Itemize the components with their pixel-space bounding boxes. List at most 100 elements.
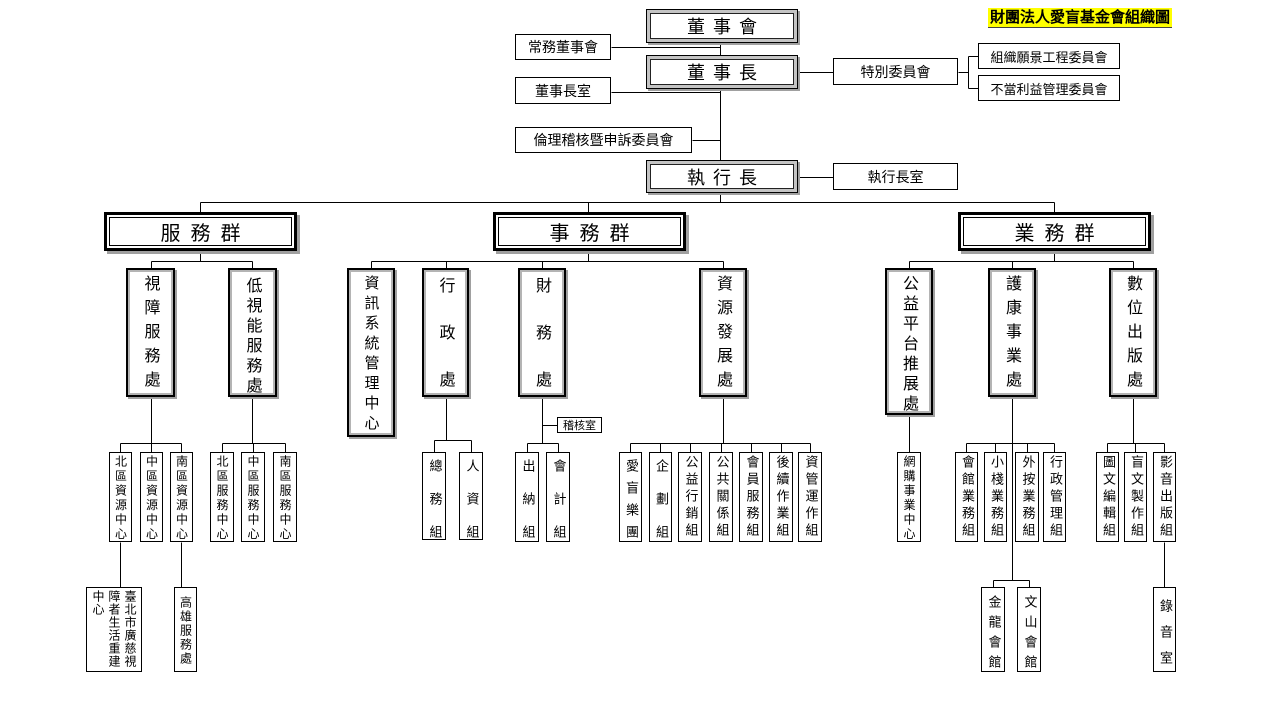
unit-node: 會員服務組 — [739, 452, 763, 542]
division-label: 低視能服務處 — [243, 277, 263, 397]
unit-node: 圖文編輯組 — [1096, 452, 1119, 542]
service-group-node: 服務群 — [104, 212, 297, 251]
unit-label: 會館業務組 — [959, 455, 974, 540]
node-label: 董事會 — [687, 17, 765, 38]
unit-label: 資管運作組 — [802, 455, 818, 540]
unit-label: 公共關係組 — [713, 455, 729, 540]
division-node-low-vision-services: 低視能服務處 — [228, 268, 277, 397]
unit-node: 北區服務中心 — [210, 452, 234, 542]
unit-node: 中區資源中心 — [140, 452, 163, 542]
unit-label: 高雄服務處 — [178, 596, 193, 666]
unit-node: 公共關係組 — [709, 452, 733, 542]
node-label: 常務董事會 — [528, 40, 598, 56]
division-node-health-care-business: 護康事業處 — [988, 268, 1036, 397]
node-label: 不當利益管理委員會 — [990, 82, 1108, 98]
unit-node: 南區資源中心 — [170, 452, 193, 542]
unit-node: 中區服務中心 — [241, 452, 265, 542]
ceo-office-node: 執行長室 — [833, 163, 958, 190]
unit-node: 公益行銷組 — [678, 452, 702, 542]
node-label: 特別委員會 — [860, 64, 931, 81]
unit-label: 中區資源中心 — [144, 455, 159, 542]
division-node-finance: 財務處 — [518, 268, 566, 397]
unit-label: 中區服務中心 — [246, 455, 260, 542]
unit-label: 南區服務中心 — [278, 455, 292, 542]
division-label: 財務處 — [533, 277, 552, 397]
division-label: 公益平台推展處 — [900, 275, 919, 415]
unit-label: 會員服務組 — [743, 455, 759, 540]
chairman-node: 董事長 — [646, 55, 798, 89]
unit-node: 會館業務組 — [955, 452, 978, 542]
unit-node: 盲文製作組 — [1124, 452, 1147, 542]
ceo-node: 執行長 — [646, 160, 798, 193]
division-node-administration: 行政處 — [422, 268, 469, 397]
unit-label: 影音出版組 — [1157, 455, 1172, 540]
group-label: 業務群 — [1014, 221, 1105, 245]
unit-node: 出納組 — [515, 452, 539, 542]
division-label: 行政處 — [436, 277, 456, 397]
node-label: 倫理稽核暨申訴委員會 — [533, 133, 674, 149]
unit-node: 企劃組 — [649, 452, 672, 542]
sub-unit-node-recording-studio: 錄音室 — [1153, 587, 1176, 672]
unit-label: 稽核室 — [563, 419, 596, 432]
sub-unit-node-jinlong-hall: 金龍會館 — [981, 587, 1005, 672]
chairman-office-node: 董事長室 — [515, 77, 611, 104]
unit-label: 外按業務組 — [1019, 455, 1035, 540]
division-label: 資訊系統管理中心 — [362, 275, 381, 435]
unit-node: 總務組 — [422, 452, 446, 540]
division-label: 護康事業處 — [1003, 275, 1022, 395]
unit-label: 網購事業中心 — [902, 455, 916, 542]
unit-node: 北區資源中心 — [109, 452, 132, 542]
node-label: 執行長 — [687, 167, 765, 189]
unit-label: 會計組 — [550, 459, 566, 542]
node-label: 執行長室 — [867, 169, 924, 186]
sub-unit-node-wenshan-hall: 文山會館 — [1017, 587, 1041, 672]
unit-label: 企劃組 — [653, 459, 668, 542]
unit-label: 臺北市廣慈視障者生活重建中心 — [91, 590, 137, 668]
unit-label: 行政管理組 — [1047, 455, 1062, 540]
sub-unit-node-kaohsiung-office: 高雄服務處 — [174, 587, 197, 672]
unit-node: 外按業務組 — [1015, 452, 1039, 542]
unit-label: 愛盲樂團 — [623, 459, 638, 542]
unit-node: 人資組 — [459, 452, 483, 540]
unit-node: 會計組 — [546, 452, 570, 542]
node-label: 董事長室 — [535, 83, 591, 100]
chart-title: 財團法人愛盲基金會組織圖 — [988, 8, 1173, 28]
sub-unit-node-guangci-center: 臺北市廣慈視障者生活重建中心 — [86, 587, 142, 672]
unit-node: 愛盲樂團 — [619, 452, 642, 542]
unit-node: 影音出版組 — [1153, 452, 1176, 542]
unit-node: 南區服務中心 — [273, 452, 297, 542]
special-committee-node: 特別委員會 — [833, 58, 958, 85]
unit-label: 南區資源中心 — [174, 455, 189, 542]
division-label: 數位出版處 — [1124, 275, 1143, 395]
division-node-digital-publishing: 數位出版處 — [1109, 268, 1157, 397]
unit-label: 公益行銷組 — [682, 455, 698, 540]
node-label: 組織願景工程委員會 — [990, 50, 1108, 66]
unit-label: 小棧業務組 — [988, 455, 1003, 540]
affairs-group-node: 事務群 — [493, 212, 686, 251]
group-label: 服務群 — [160, 221, 251, 245]
unit-node: 行政管理組 — [1043, 452, 1066, 542]
unit-label: 北區服務中心 — [215, 455, 229, 542]
division-label: 視障服務處 — [141, 275, 161, 395]
vision-committee-node: 組織願景工程委員會 — [978, 43, 1120, 69]
unit-label: 後續作業組 — [773, 455, 789, 540]
node-label: 董事長 — [687, 63, 765, 84]
conflict-of-interest-committee-node: 不當利益管理委員會 — [978, 75, 1120, 101]
unit-node: 資管運作組 — [798, 452, 822, 542]
unit-label: 金龍會館 — [985, 595, 1001, 672]
unit-label: 總務組 — [426, 459, 442, 540]
unit-label: 文山會館 — [1021, 595, 1037, 672]
unit-label: 北區資源中心 — [113, 455, 128, 542]
division-node-public-welfare-platform: 公益平台推展處 — [885, 268, 933, 415]
unit-node: 網購事業中心 — [897, 452, 921, 542]
unit-node: 小棧業務組 — [984, 452, 1007, 542]
unit-label: 出納組 — [519, 459, 535, 542]
ethics-committee-node: 倫理稽核暨申訴委員會 — [515, 127, 692, 153]
group-label: 事務群 — [549, 221, 640, 245]
division-node-resource-development: 資源發展處 — [699, 268, 747, 397]
unit-label: 圖文編輯組 — [1100, 455, 1115, 540]
unit-label: 錄音室 — [1157, 599, 1172, 672]
unit-label: 人資組 — [463, 459, 479, 540]
business-group-node: 業務群 — [958, 212, 1151, 251]
